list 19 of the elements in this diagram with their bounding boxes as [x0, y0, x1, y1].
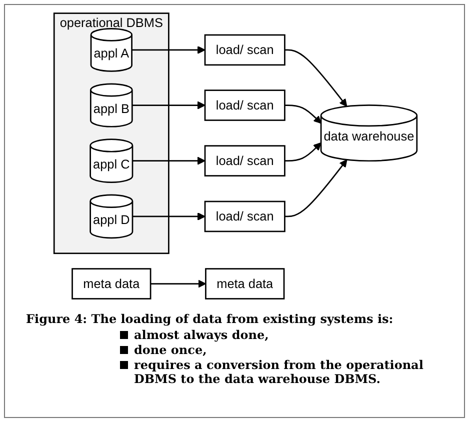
node-box: meta data [72, 268, 152, 300]
node-box: load/ scan [204, 34, 286, 66]
figure-caption: Figure 4: The loading of data from existing systems is: [26, 312, 394, 326]
node-box: load/ scan [204, 200, 286, 232]
arrow [284, 159, 348, 218]
node-box: load/ scan [204, 90, 286, 121]
arrow [132, 156, 206, 165]
bullet-item: done once, [118, 343, 456, 357]
arrow [284, 49, 348, 107]
node-box: meta data [205, 268, 285, 300]
bullet-item: requires a conversion from the operational DBMS to the data warehouse DBMS. [118, 358, 456, 386]
arrow [132, 212, 206, 220]
node-box: load/ scan [204, 145, 286, 176]
bullet-item: almost always done, [118, 328, 456, 342]
arrow [284, 142, 322, 162]
arrow [284, 104, 322, 124]
arrow [150, 280, 206, 288]
arrow [132, 101, 206, 110]
arrow [132, 46, 206, 54]
